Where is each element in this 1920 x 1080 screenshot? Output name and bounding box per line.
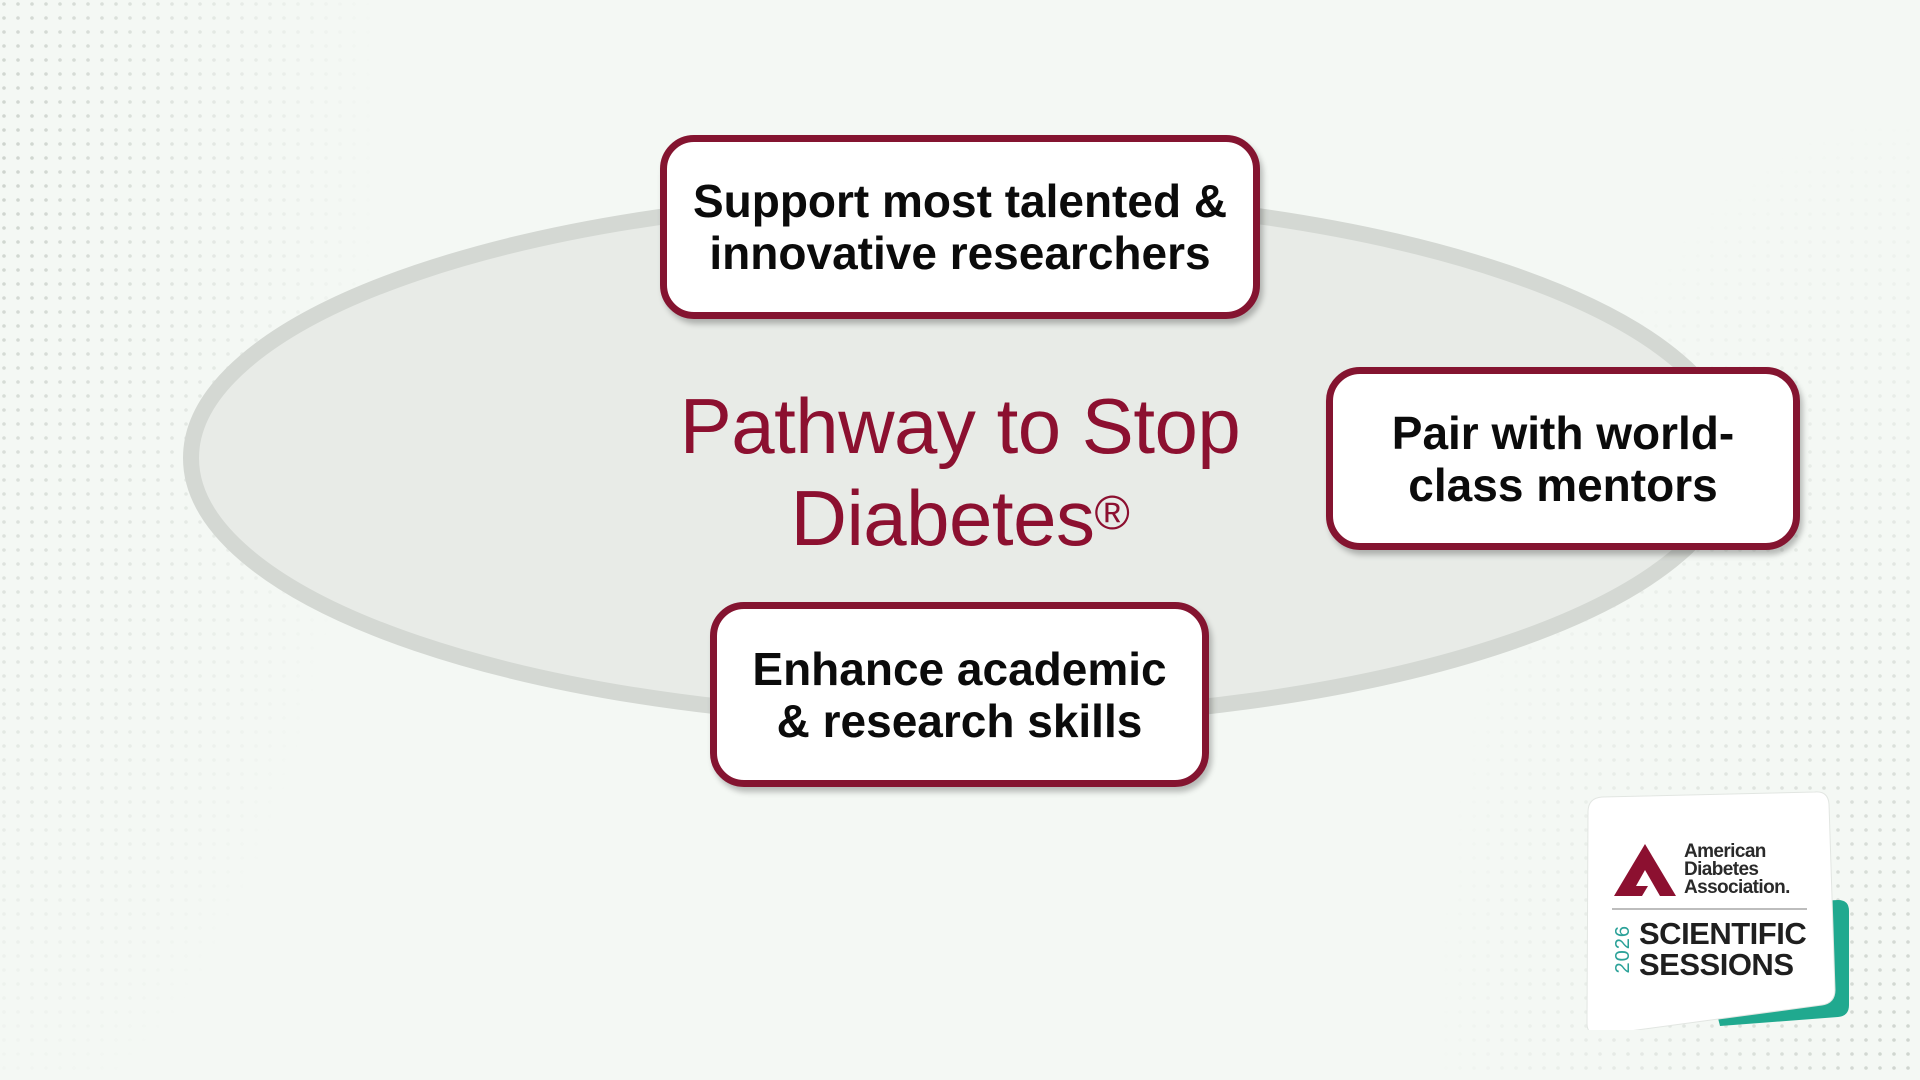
ada-triangle-icon: [1614, 844, 1676, 896]
ada-line3: Association.: [1684, 877, 1790, 898]
logo-year: 2026: [1612, 924, 1634, 974]
logo-content: American Diabetes Association. 2026 SCIE…: [1612, 842, 1812, 980]
center-title: Pathway to Stop Diabetes®: [610, 380, 1310, 564]
center-title-line2-wrap: Diabetes®: [610, 472, 1310, 564]
registered-mark: ®: [1094, 487, 1130, 540]
ada-row: American Diabetes Association.: [1612, 842, 1812, 898]
box-skills-line1: Enhance academic: [752, 642, 1167, 695]
box-mentors-line2: class mentors: [1408, 458, 1718, 511]
scientific-sessions-logo: American Diabetes Association. 2026 SCIE…: [1560, 790, 1880, 1040]
box-mentors-line1: Pair with world-: [1391, 406, 1735, 459]
box-support-line1: Support most talented &: [692, 175, 1228, 227]
sessions-title: SCIENTIFIC SESSIONS: [1639, 916, 1807, 982]
ada-line2: Diabetes: [1684, 859, 1759, 880]
box-enhance-skills: Enhance academic & research skills: [710, 602, 1209, 787]
ada-line1: American: [1684, 841, 1766, 862]
box-pair-mentors: Pair with world- class mentors: [1326, 367, 1800, 550]
sessions-line1: SCIENTIFIC: [1639, 916, 1807, 951]
sessions-line2: SESSIONS: [1639, 947, 1794, 982]
sessions-row: 2026 SCIENTIFIC SESSIONS: [1612, 918, 1812, 980]
logo-divider: [1612, 908, 1807, 910]
center-title-line1: Pathway to Stop: [679, 382, 1241, 470]
ada-name: American Diabetes Association.: [1684, 841, 1790, 898]
box-skills-line2: & research skills: [776, 694, 1143, 747]
box-support-line2: innovative researchers: [709, 227, 1211, 279]
center-title-line2: Diabetes: [790, 474, 1095, 562]
box-support-researchers: Support most talented & innovative resea…: [660, 135, 1260, 319]
